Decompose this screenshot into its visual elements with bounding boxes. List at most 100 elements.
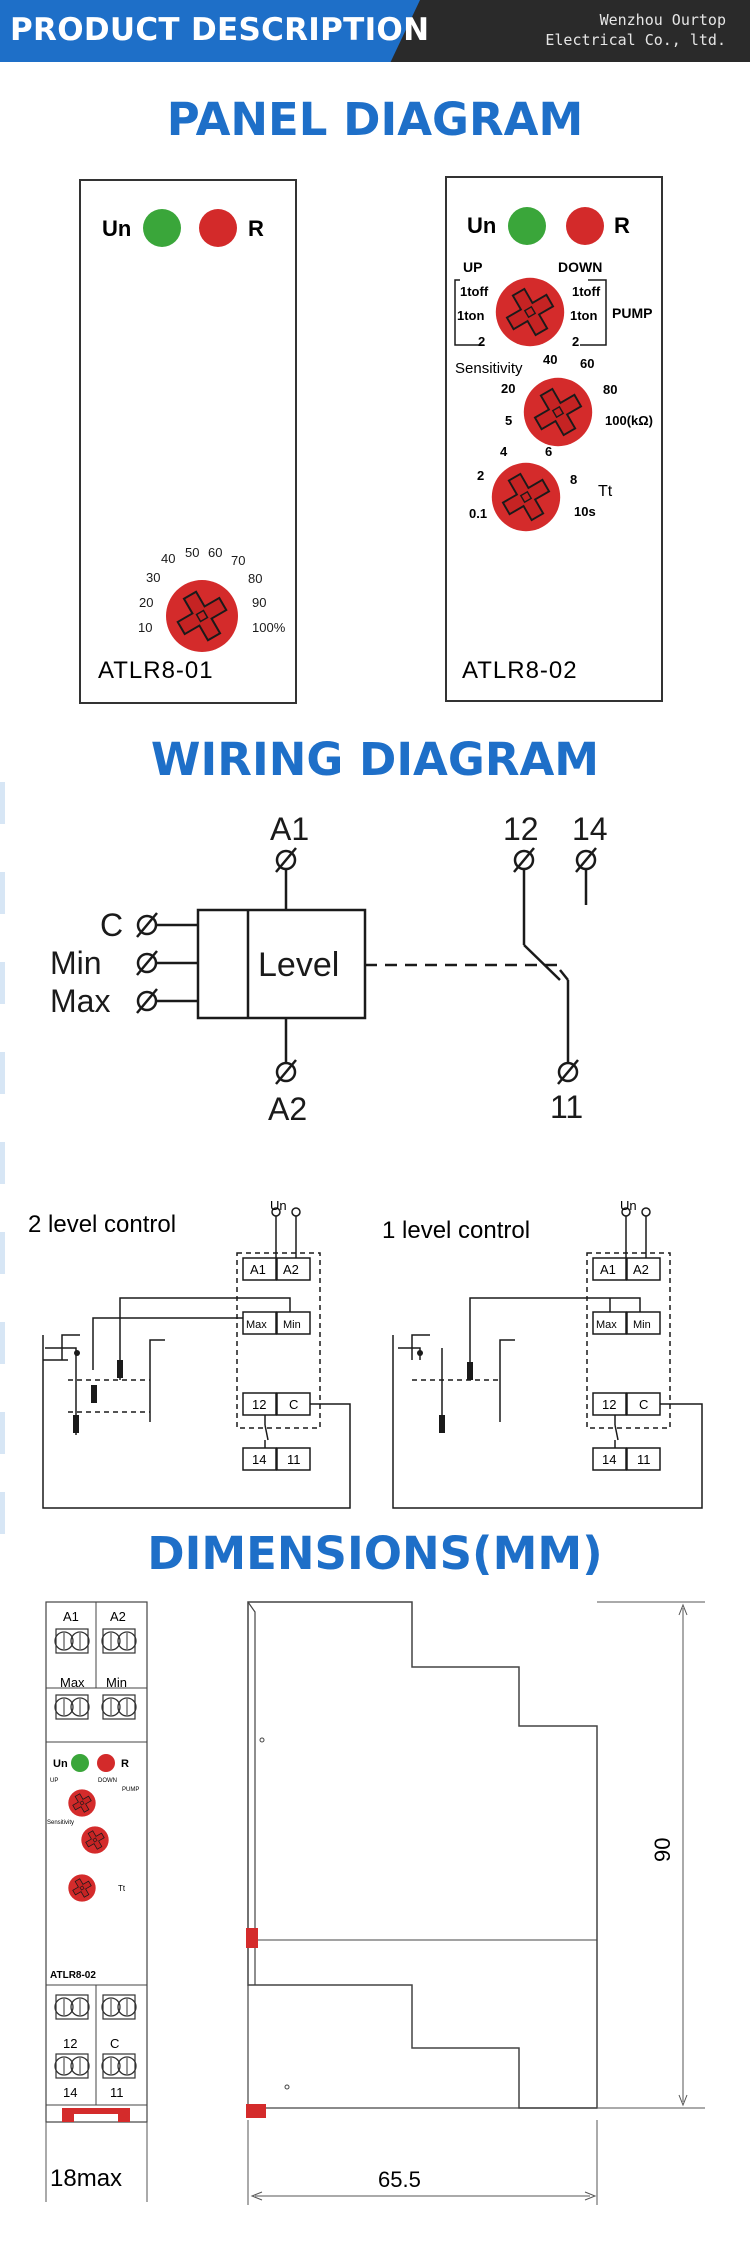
mode-label: 1toff (460, 284, 489, 299)
edge-stripe (0, 1412, 5, 1454)
time-knob-icon (67, 1873, 97, 1903)
scale-label: 40 (161, 551, 175, 566)
terminal-max-label: Max (246, 1319, 267, 1331)
terminal-14-label: 14 (63, 2085, 77, 2100)
scale-label: 6 (545, 444, 552, 459)
terminal-min-label: Min (106, 1675, 127, 1690)
r-label: R (248, 216, 264, 241)
edge-stripe (0, 1232, 5, 1274)
scale-label: 2 (477, 468, 484, 483)
terminal-11-label: 11 (550, 1089, 583, 1125)
down-label: DOWN (558, 259, 602, 275)
header-blue-band (0, 0, 420, 62)
scale-label: 90 (252, 595, 266, 610)
two-level-title: 2 level control (28, 1211, 176, 1238)
terminal-a2-label: A2 (268, 1091, 307, 1127)
terminal-12-label: 12 (63, 2036, 77, 2051)
time-knob-icon[interactable] (490, 461, 562, 533)
scale-label: 40 (543, 352, 557, 367)
edge-stripe (0, 872, 5, 914)
terminal-a1-label: A1 (250, 1262, 266, 1277)
mode-label: 1ton (457, 308, 485, 323)
terminal-min-label: Min (633, 1319, 651, 1331)
edge-stripe (0, 1052, 5, 1094)
scale-label: 20 (501, 381, 515, 396)
terminal-12-label: 12 (503, 811, 539, 847)
scale-label: 10s (574, 504, 596, 519)
un-label: Un (53, 1758, 68, 1770)
terminal-a1-label: A1 (63, 1609, 79, 1624)
un-label: Un (467, 213, 496, 238)
mode-label: 1toff (572, 284, 601, 299)
power-led-green (71, 1754, 89, 1772)
terminal-a2-label: A2 (283, 1262, 299, 1277)
edge-stripe (0, 782, 5, 824)
scale-label: 100% (252, 620, 286, 635)
terminal-12-label: 12 (602, 1397, 616, 1412)
sensitivity-label: Sensitivity (455, 360, 523, 377)
pump-label: PUMP (122, 1787, 139, 1793)
terminal-a1-label: A1 (270, 811, 309, 847)
scale-label: 60 (208, 545, 222, 560)
din-clip-icon (62, 2108, 130, 2122)
mode-label: 2 (572, 334, 579, 349)
terminal-a2-label: A2 (633, 1262, 649, 1277)
company-name-line1: Wenzhou Ourtop (599, 11, 726, 29)
terminal-c-label: C (639, 1397, 648, 1412)
scale-label: 8 (570, 472, 577, 487)
up-label: UP (50, 1778, 58, 1784)
terminal-14-label: 14 (602, 1452, 616, 1467)
height-dimension-label: 90 (650, 1838, 675, 1862)
edge-stripe (0, 962, 5, 1004)
sensitivity-knob-icon (80, 1825, 110, 1855)
panel-diagram-title: PANEL DIAGRAM (166, 93, 584, 146)
scale-label: 80 (603, 382, 617, 397)
scale-label: 50 (185, 545, 199, 560)
relay-led-red (97, 1754, 115, 1772)
terminal-max-label: Max (596, 1319, 617, 1331)
edge-stripe (0, 1322, 5, 1364)
terminal-min-label: Min (50, 945, 102, 981)
scale-label: 70 (231, 553, 245, 568)
terminal-12-label: 12 (252, 1397, 266, 1412)
model-label: ATLR8-02 (50, 1970, 96, 1981)
terminal-11-label: 11 (287, 1452, 301, 1467)
scale-label: 4 (500, 444, 508, 459)
terminal-min-label: Min (283, 1319, 301, 1331)
r-label: R (614, 213, 630, 238)
edge-stripe (0, 1492, 5, 1534)
side-view-drawing: 65.5 90 (246, 1601, 705, 2205)
terminal-max-label: Max (60, 1675, 85, 1690)
down-label: DOWN (98, 1778, 117, 1784)
terminal-14-label: 14 (252, 1452, 266, 1467)
two-level-control-diagram: 2 level control Un A1 A2 Max Min 12 C 14… (28, 1198, 351, 1509)
up-label: UP (463, 259, 482, 275)
front-view-drawing: A1 A2 Max Min 12 C 14 11 Un R UP DOWN PU… (45, 1601, 148, 2202)
panel-atlr8-01: Un R 10 20 30 40 50 60 70 80 90 100% ATL… (79, 179, 297, 704)
relay-led-red (566, 207, 604, 245)
scale-label: 30 (146, 570, 160, 585)
one-level-title: 1 level control (382, 1217, 530, 1244)
terminal-11-label: 11 (110, 2085, 124, 2100)
panel-atlr8-02: Un R UP DOWN 1toff 1ton 2 1toff 1ton 2 P… (445, 176, 663, 702)
un-label: Un (620, 1198, 637, 1213)
company-name-line2: Electrical Co., ltd. (545, 31, 726, 49)
un-label: Un (270, 1198, 287, 1213)
wiring-diagram (155, 862, 588, 1070)
side-clip-icon (246, 1928, 258, 1948)
scale-label: 0.1 (469, 506, 487, 521)
terminal-a2-label: A2 (110, 1609, 126, 1624)
relay-led-red (199, 209, 237, 247)
terminal-c-label: C (100, 907, 123, 943)
mode-knob-icon (67, 1788, 97, 1818)
scale-label: 5 (505, 413, 512, 428)
depth-dimension-label: 65.5 (378, 2167, 421, 2192)
sensitivity-knob-icon[interactable] (522, 376, 594, 448)
mode-knob-icon[interactable] (494, 276, 566, 348)
terminal-11-label: 11 (637, 1452, 651, 1467)
scale-label: 80 (248, 571, 262, 586)
level-knob-icon[interactable] (165, 579, 239, 653)
level-block-label: Level (258, 946, 339, 984)
power-led-green (143, 209, 181, 247)
